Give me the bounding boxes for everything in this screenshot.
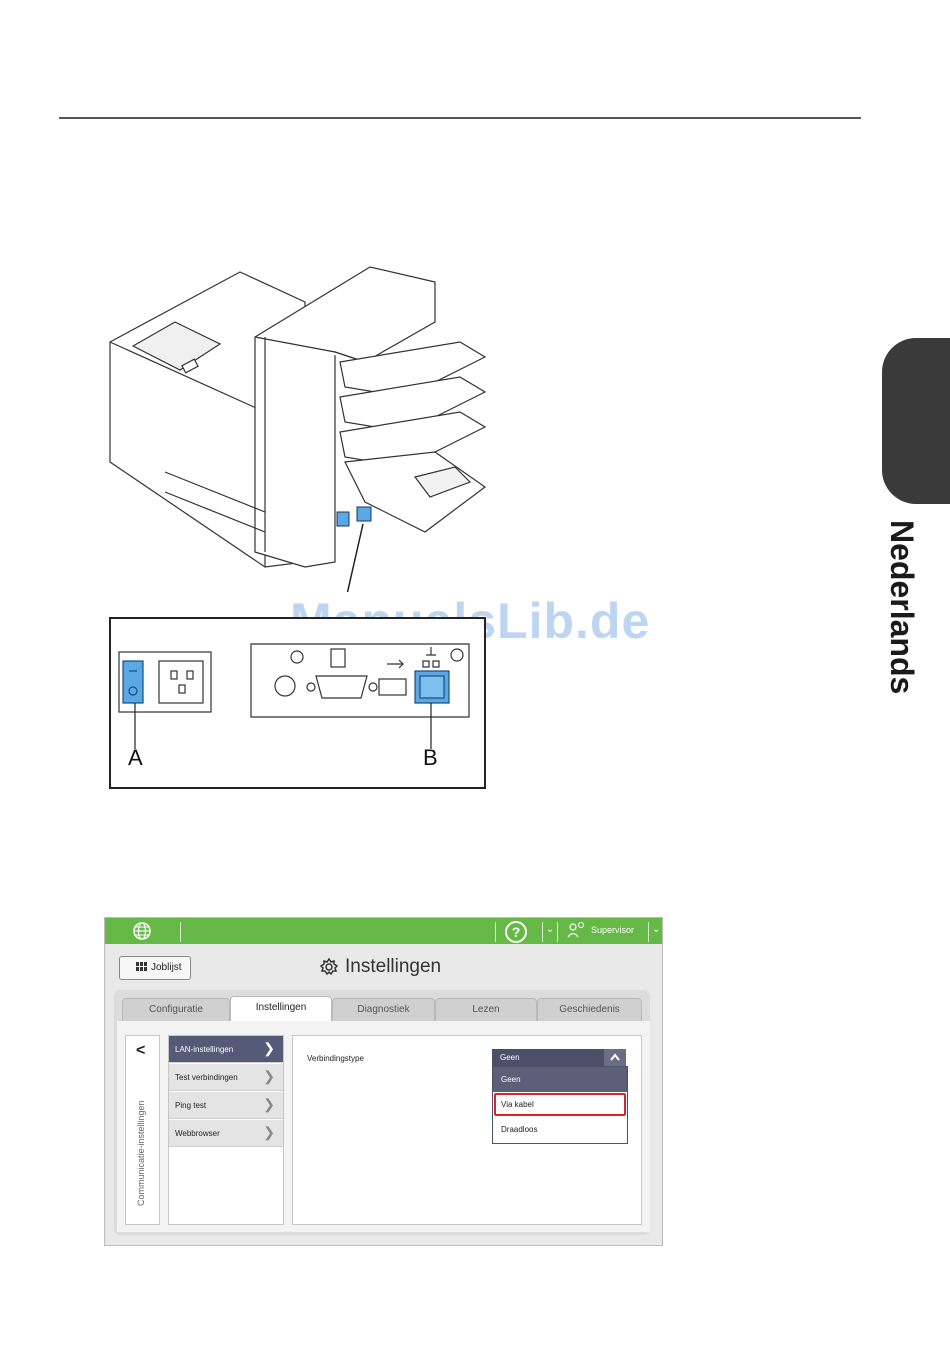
select-value: Geen <box>500 1053 520 1062</box>
help-icon[interactable]: ? <box>505 921 527 943</box>
globe-icon[interactable] <box>131 921 153 941</box>
chevron-right-icon: ❯ <box>263 1124 275 1141</box>
tab-geschiedenis[interactable]: Geschiedenis <box>537 998 642 1021</box>
connection-type-select[interactable]: Geen <box>492 1049 626 1066</box>
top-bar: ? ⌄ Supervisor ⌄ <box>105 918 662 944</box>
communication-settings-nav: < Communicatie-instellingen <box>125 1035 160 1225</box>
tab-instellingen[interactable]: Instellingen <box>230 996 332 1023</box>
chevron-down-icon[interactable]: ⌄ <box>546 924 554 935</box>
settings-menu: LAN-instellingen ❯ Test verbindingen ❯ P… <box>168 1035 284 1225</box>
menu-item-label: LAN-instellingen <box>175 1045 233 1054</box>
user-label[interactable]: Supervisor <box>591 925 634 935</box>
header-rule <box>59 117 861 119</box>
language-tab <box>882 338 950 504</box>
option-geen[interactable]: Geen <box>493 1067 627 1092</box>
chevron-down-icon[interactable]: ⌄ <box>652 924 660 935</box>
language-tab-label: Nederlands <box>883 520 920 694</box>
page-title-wrap: Instellingen <box>319 956 441 978</box>
grid-icon <box>136 962 148 972</box>
connection-type-label: Verbindingstype <box>307 1054 364 1063</box>
top-separator <box>542 922 543 942</box>
page-title: Instellingen <box>345 956 441 977</box>
chevron-right-icon: ❯ <box>263 1068 275 1085</box>
settings-screenshot: ? ⌄ Supervisor ⌄ Joblijst Instellingen C… <box>104 917 663 1246</box>
connector-detail-box: A B <box>109 617 486 789</box>
connection-type-options: Geen Via kabel Draadloos <box>492 1066 628 1144</box>
callout-a: A <box>128 745 143 771</box>
callout-b: B <box>423 745 438 771</box>
lan-settings-panel: Verbindingstype Geen Geen Via kabel Draa… <box>292 1035 642 1225</box>
folder-inserter-illustration <box>105 262 495 592</box>
tab-diagnostiek[interactable]: Diagnostiek <box>332 998 435 1021</box>
option-draadloos[interactable]: Draadloos <box>493 1117 627 1142</box>
vertical-nav-label: Communicatie-instellingen <box>136 1100 146 1206</box>
menu-item-ping-test[interactable]: Ping test ❯ <box>169 1092 283 1119</box>
menu-item-webbrowser[interactable]: Webbrowser ❯ <box>169 1120 283 1147</box>
tab-configuratie[interactable]: Configuratie <box>122 998 230 1021</box>
user-icon[interactable] <box>567 921 585 939</box>
tab-lezen[interactable]: Lezen <box>435 998 537 1021</box>
top-separator <box>495 922 496 942</box>
chevron-up-icon[interactable] <box>604 1049 626 1066</box>
option-via-kabel[interactable]: Via kabel <box>493 1092 627 1117</box>
job-list-back-button[interactable]: Joblijst <box>119 956 191 980</box>
top-separator <box>648 922 649 942</box>
chevron-right-icon: ❯ <box>263 1096 275 1113</box>
menu-item-lan[interactable]: LAN-instellingen ❯ <box>169 1036 283 1063</box>
top-separator <box>180 922 181 942</box>
menu-item-label: Webbrowser <box>175 1129 220 1138</box>
chevron-right-icon: ❯ <box>263 1040 275 1057</box>
top-separator <box>557 922 558 942</box>
language-tab-label-wrap: Nederlands <box>880 520 920 700</box>
back-chevron-icon[interactable]: < <box>136 1042 145 1060</box>
menu-item-label: Test verbindingen <box>175 1073 238 1082</box>
job-list-label: Joblijst <box>151 962 182 973</box>
menu-item-test-connections[interactable]: Test verbindingen ❯ <box>169 1064 283 1091</box>
menu-item-label: Ping test <box>175 1101 206 1110</box>
gear-icon <box>319 957 339 977</box>
